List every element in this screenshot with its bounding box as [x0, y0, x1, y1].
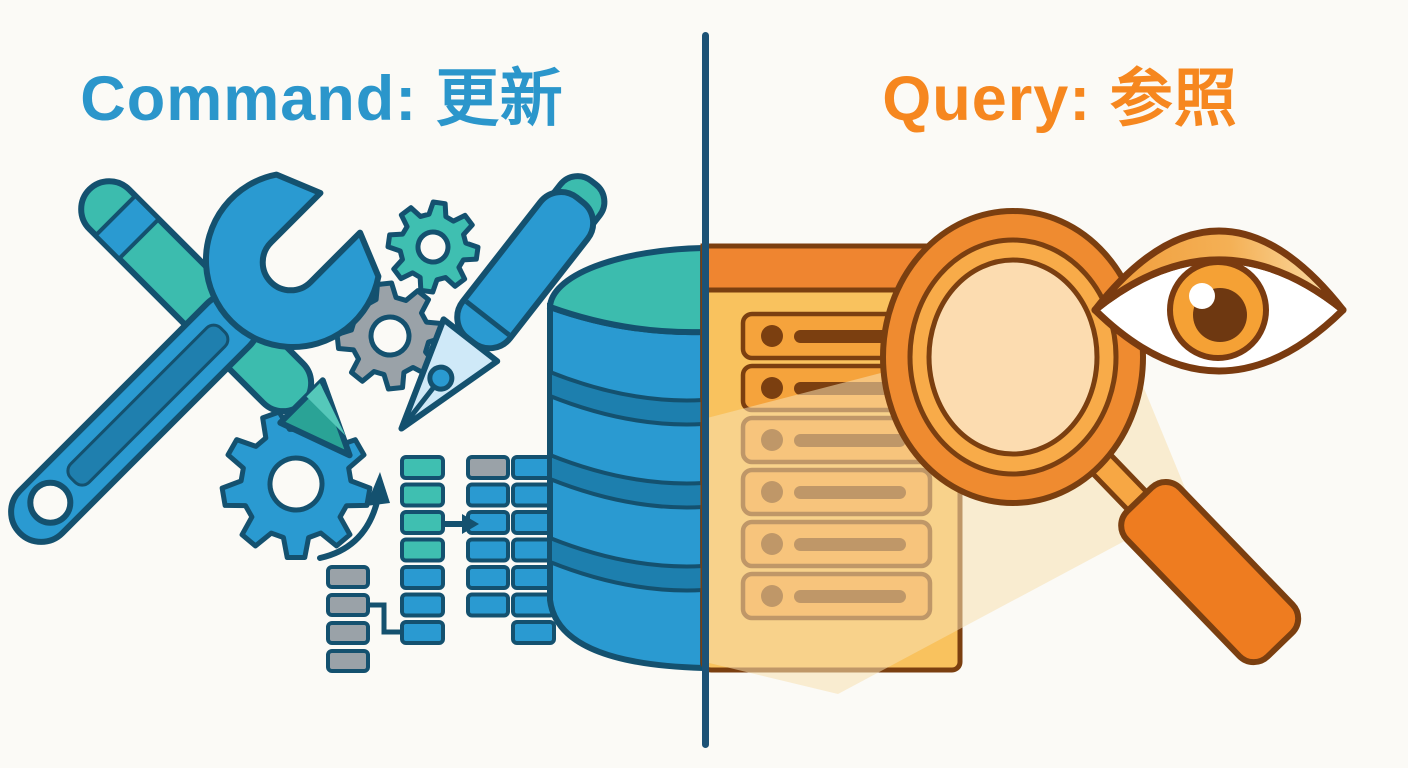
flow-block — [326, 593, 370, 617]
curved-arrow-icon — [317, 472, 390, 561]
query-title: Query: 参照 — [882, 64, 1238, 134]
pen-grip-line — [464, 299, 511, 337]
pen-nib-hole — [427, 364, 455, 392]
flow-block — [326, 621, 370, 645]
list-row-bar — [794, 330, 906, 343]
wrench-handle-hole — [27, 479, 74, 526]
eye-highlight — [1189, 283, 1215, 309]
right-arrow-icon — [444, 514, 479, 534]
magnifier-handle — [1118, 478, 1302, 666]
flow-block — [466, 565, 510, 590]
list-row-dot — [761, 325, 783, 347]
flow-block — [466, 537, 510, 563]
flow-block — [326, 649, 370, 673]
database-top — [546, 244, 706, 336]
eye-icon — [1091, 227, 1347, 375]
gear-icon-teal — [385, 199, 481, 295]
flow-block — [400, 482, 445, 508]
flow-block — [400, 592, 445, 618]
flow-block — [466, 592, 510, 618]
divider-line — [702, 32, 709, 748]
flow-block — [466, 482, 510, 508]
pen-nib-slit — [401, 381, 440, 428]
flow-block — [400, 565, 445, 590]
elbow-connector-line — [366, 602, 404, 635]
wrench-icon — [8, 171, 382, 545]
wrench-head — [203, 171, 382, 350]
flow-blocks — [326, 455, 556, 673]
database-icon — [546, 244, 706, 672]
magnifier-lens — [926, 257, 1100, 457]
eye-upper-lid — [1091, 227, 1347, 314]
flow-block — [400, 510, 445, 535]
flow-block — [466, 455, 510, 480]
magnifier-icon — [880, 208, 1302, 666]
pencil-band — [92, 192, 162, 262]
list-row-dot — [761, 377, 783, 399]
pencil-tip-highlight — [306, 383, 346, 436]
flow-block — [400, 455, 445, 480]
flow-block — [400, 537, 445, 563]
wrench-handle-stripe — [66, 323, 230, 487]
command-title: Command: 更新 — [80, 64, 564, 134]
flow-block — [511, 620, 556, 645]
flow-block — [326, 565, 370, 589]
flow-block — [400, 620, 445, 645]
fountain-pen-icon — [398, 173, 608, 432]
